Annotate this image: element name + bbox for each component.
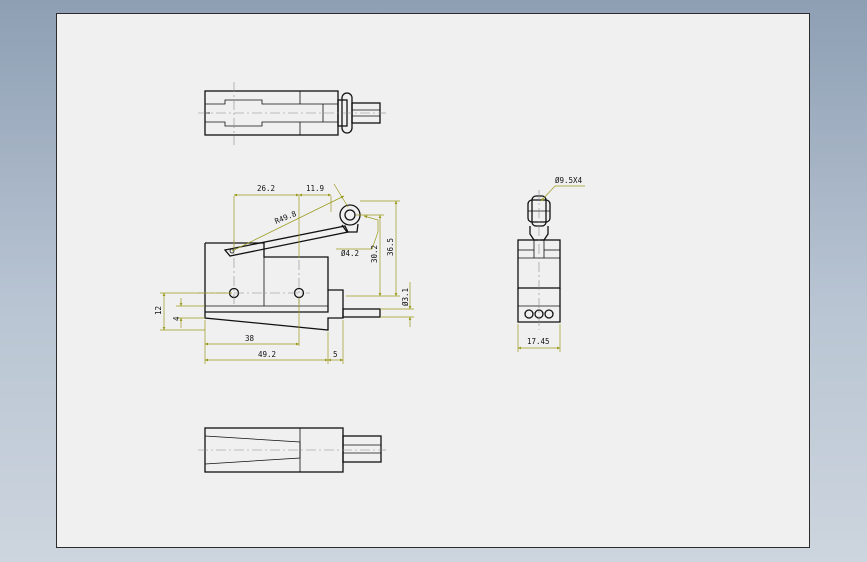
dim-phi4-2: Ø4.2 [341,249,359,258]
front-view [198,204,381,331]
dim-4: 4 [172,316,181,321]
dim-12: 12 [154,306,163,315]
side-view [517,190,561,330]
dim-38: 38 [245,334,255,343]
dim-5: 5 [333,350,338,359]
dim-26-2: 26.2 [257,184,275,193]
side-view-dimensions: Ø9.5X4 17.45 [517,176,585,352]
front-view-dimensions: 26.2 11.9 R49.8 Ø4.2 30.2 36.5 [154,183,414,364]
drawing-sheet [56,13,810,548]
dim-phi9-5x4: Ø9.5X4 [555,176,583,185]
dim-11-9: 11.9 [306,184,324,193]
dim-17-45: 17.45 [527,337,550,346]
bottom-view [198,427,386,473]
dim-phi3-1: Ø3.1 [401,288,410,306]
top-view [198,82,386,145]
dim-30-2: 30.2 [370,245,379,263]
dim-36-5: 36.5 [386,238,395,256]
dim-r49-8: R49.8 [273,209,298,226]
dim-49-2: 49.2 [258,350,276,359]
